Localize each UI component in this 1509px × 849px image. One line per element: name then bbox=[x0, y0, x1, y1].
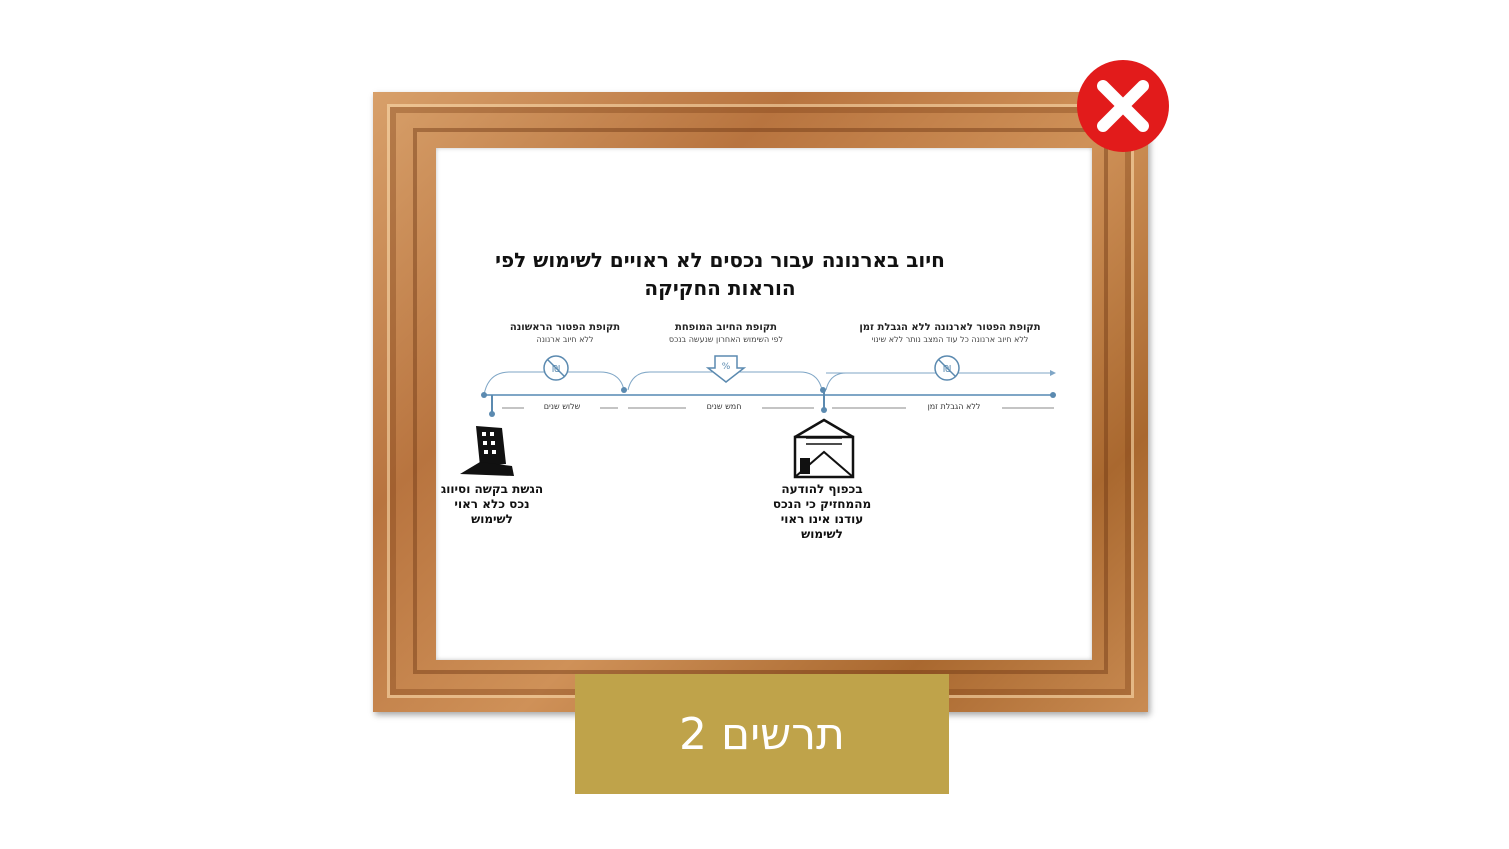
no-charge-icon-2: ₪ bbox=[934, 355, 960, 381]
reduced-charge-icon: % bbox=[705, 355, 747, 383]
damaged-building-icon bbox=[460, 426, 514, 476]
segment-title-unlimited-exemption: תקופת הפטור לארנונה ללא הגבלת זמן bbox=[859, 322, 1041, 333]
envelope-notice-icon bbox=[793, 418, 855, 479]
duration-label-third: ללא הגבלת זמן bbox=[906, 402, 1002, 411]
frame-inner-bevel bbox=[413, 128, 1108, 674]
close-icon bbox=[1097, 80, 1149, 132]
segment-title-reduced-charge: תקופת החיוב המופחת bbox=[674, 322, 778, 333]
close-x-button[interactable] bbox=[1077, 60, 1169, 152]
segment-subtitle-unlimited-exemption: ללא חיוב ארנונה כל עוד המצב נותר ללא שינ… bbox=[871, 335, 1029, 344]
segment-subtitle-reduced-charge: לפי השימוש האחרון שנעשה בנכס bbox=[668, 335, 784, 344]
svg-text:₪: ₪ bbox=[552, 364, 560, 375]
timeline-dot-end bbox=[1050, 392, 1056, 398]
segment-subtitle-first-exemption: ללא חיוב ארנונה bbox=[536, 335, 594, 344]
figure-label-box: תרשים 2 bbox=[575, 674, 949, 794]
segment-title-first-exemption: תקופת הפטור הראשונה bbox=[509, 322, 621, 333]
svg-text:%: % bbox=[722, 362, 731, 372]
timeline-dot-mid bbox=[621, 387, 627, 393]
timeline-arrowhead bbox=[1050, 370, 1056, 376]
svg-text:₪: ₪ bbox=[943, 364, 951, 375]
diagram-title: חיוב בארנונה עבור נכסים לא ראויים לשימוש… bbox=[495, 248, 945, 300]
duration-label-second: חמש שנים bbox=[686, 402, 762, 411]
brace-third bbox=[825, 372, 847, 391]
duration-label-first: שלוש שנים bbox=[524, 402, 600, 411]
no-charge-icon: ₪ bbox=[543, 355, 569, 381]
timeline-dot-start bbox=[481, 392, 487, 398]
caption-notice: בכפוף להודעה מהמחזיק כי הנכס עודנו אינו … bbox=[772, 482, 872, 541]
figure-label: תרשים 2 bbox=[679, 708, 845, 760]
caption-application: הגשת בקשה וסיווג נכס כלא ראוי לשימוש bbox=[440, 482, 544, 526]
